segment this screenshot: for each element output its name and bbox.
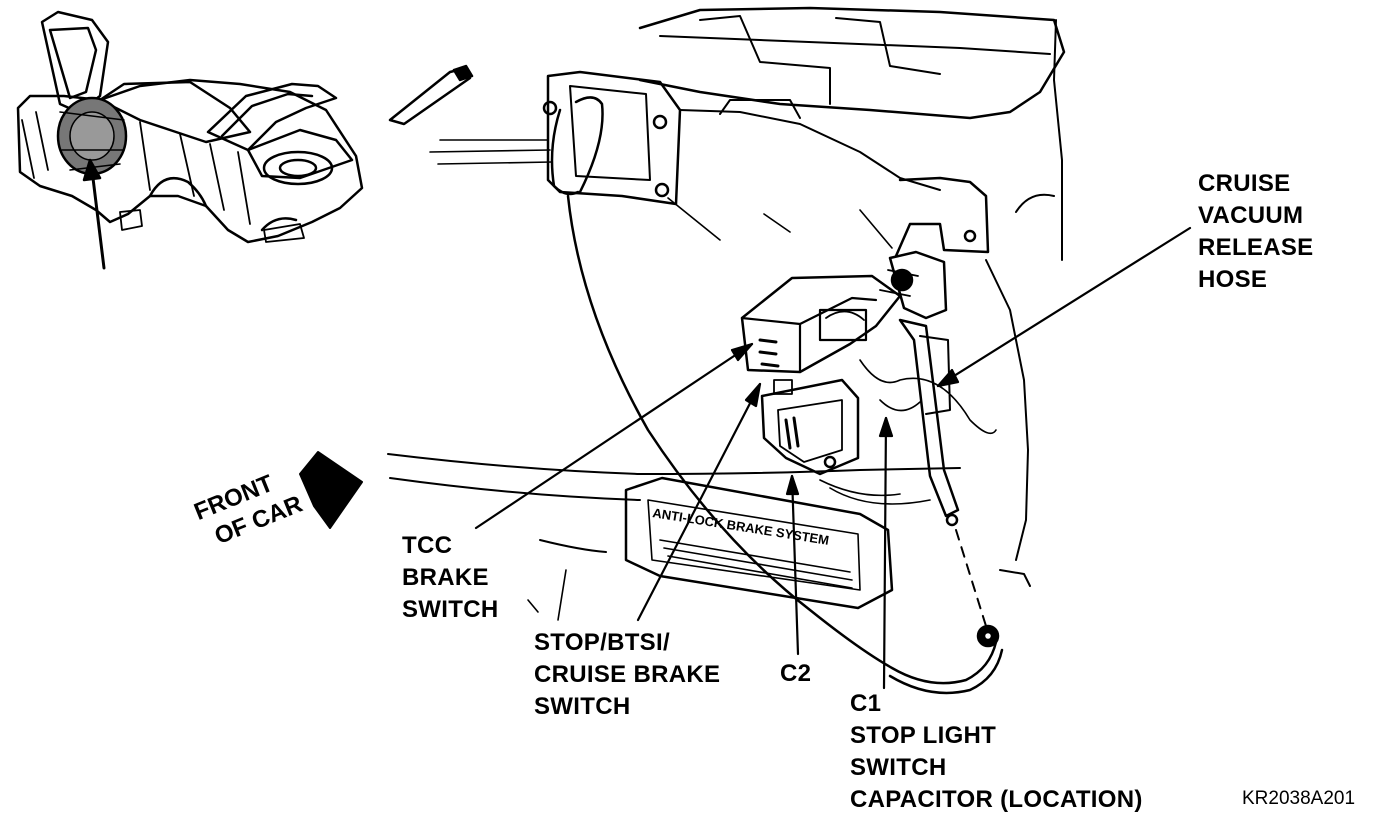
- loose-hose-icon: [388, 64, 474, 126]
- label-line: SWITCH: [850, 754, 947, 781]
- label-line: HOSE: [1198, 266, 1268, 293]
- label-line: SWITCH: [402, 596, 499, 623]
- label-line: SWITCH: [534, 693, 631, 720]
- leader-lines: [474, 226, 1192, 690]
- label-c1-stop-light-switch-capacitor: C1 STOP LIGHT SWITCH CAPACITOR (LOCATION…: [850, 688, 1143, 816]
- label-line: RELEASE: [1198, 234, 1314, 261]
- vehicle-locator-view: [16, 10, 364, 244]
- label-line: CAPACITOR (LOCATION): [850, 786, 1143, 813]
- label-line: BRAKE: [402, 564, 489, 591]
- arrow-up-icon: [82, 158, 106, 270]
- label-line: CRUISE BRAKE: [534, 661, 721, 688]
- brake-switch-assembly: [740, 250, 997, 627]
- label-tcc-brake-switch: TCC BRAKE SWITCH: [402, 530, 498, 626]
- label-cruise-vacuum-release-hose: CRUISE VACUUM RELEASE HOSE: [1198, 168, 1313, 296]
- dash-structure: [387, 6, 1066, 695]
- label-line: VACUUM: [1198, 202, 1304, 229]
- figure-code: KR2038A201: [1242, 788, 1356, 809]
- label-line: C1: [850, 690, 882, 717]
- label-stop-btsi-cruise-brake-switch: STOP/BTSI/ CRUISE BRAKE SWITCH: [534, 627, 720, 723]
- label-c2: C2: [780, 658, 811, 690]
- label-line: CRUISE: [1198, 170, 1291, 197]
- label-line: STOP/BTSI/: [534, 629, 670, 656]
- label-line: TCC: [402, 532, 453, 559]
- label-line: C2: [780, 660, 812, 687]
- label-line: STOP LIGHT: [850, 722, 997, 749]
- thick-arrow-right-icon: [299, 451, 363, 529]
